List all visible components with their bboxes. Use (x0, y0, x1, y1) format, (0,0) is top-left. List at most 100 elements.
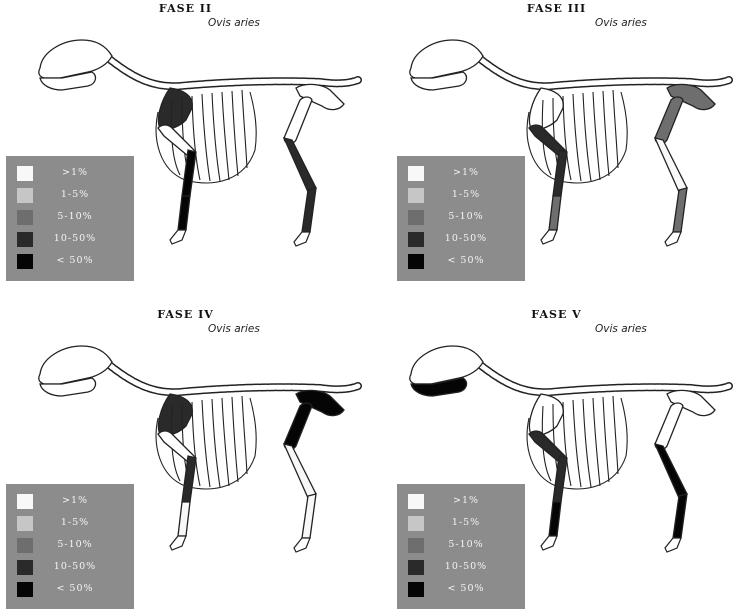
legend-label: >1% (431, 495, 501, 506)
legend-swatch (408, 516, 424, 531)
legend-swatch (408, 210, 424, 225)
front-hoof (170, 230, 186, 244)
legend-label: < 50% (431, 583, 501, 594)
legend-swatch (17, 166, 33, 181)
legend-item: >1% (397, 166, 525, 182)
metacarpal (549, 502, 561, 536)
legend-label: 10-50% (40, 561, 110, 572)
tibia (655, 138, 687, 192)
metatarsal (673, 494, 687, 538)
legend-label: < 50% (40, 255, 110, 266)
tibia (284, 138, 316, 192)
metatarsal (673, 188, 687, 232)
legend-label: 5-10% (40, 539, 110, 550)
phase-panel-2: FASE III Ovis aries (371, 0, 742, 303)
legend-box: >1% 1-5% 5-10% 10-50% < 50% (6, 484, 134, 609)
legend-item: 10-50% (6, 232, 134, 248)
legend-label: 10-50% (40, 233, 110, 244)
legend-item: 10-50% (6, 560, 134, 576)
phase-panel-4: FASE V Ovis aries (371, 306, 742, 609)
scapula (158, 394, 192, 435)
legend-item: 1-5% (6, 188, 134, 204)
legend-item: < 50% (6, 582, 134, 598)
tibia (284, 444, 316, 498)
legend-label: 5-10% (431, 539, 501, 550)
legend-item: 10-50% (397, 560, 525, 576)
skull (410, 40, 483, 78)
legend-item: 1-5% (397, 516, 525, 532)
tibia (655, 444, 687, 498)
legend-label: 10-50% (431, 561, 501, 572)
legend-swatch (408, 254, 424, 269)
radius (553, 150, 567, 196)
scapula (529, 394, 563, 435)
legend-item: < 50% (397, 582, 525, 598)
hind-hoof (665, 538, 681, 552)
legend-item: < 50% (397, 254, 525, 270)
legend-label: 10-50% (431, 233, 501, 244)
scapula (529, 88, 563, 129)
legend-item: 1-5% (397, 188, 525, 204)
legend-label: < 50% (40, 583, 110, 594)
legend-item: 10-50% (397, 232, 525, 248)
legend-label: 1-5% (431, 517, 501, 528)
legend-box: >1% 1-5% 5-10% 10-50% < 50% (397, 156, 525, 281)
legend-box: >1% 1-5% 5-10% 10-50% < 50% (397, 484, 525, 609)
femur (284, 403, 312, 450)
front-hoof (541, 536, 557, 550)
legend-swatch (17, 516, 33, 531)
legend-item: 5-10% (6, 538, 134, 554)
legend-label: 5-10% (431, 211, 501, 222)
hind-hoof (294, 232, 310, 246)
scapula (158, 88, 192, 129)
legend-label: 1-5% (431, 189, 501, 200)
legend-label: >1% (431, 167, 501, 178)
legend-label: 1-5% (40, 517, 110, 528)
skull (39, 40, 112, 78)
legend-swatch (17, 232, 33, 247)
legend-swatch (408, 232, 424, 247)
legend-swatch (17, 538, 33, 553)
legend-item: 5-10% (397, 210, 525, 226)
legend-swatch (17, 494, 33, 509)
femur (655, 97, 683, 144)
radius (182, 150, 196, 196)
legend-swatch (17, 560, 33, 575)
legend-swatch (17, 254, 33, 269)
radius (182, 456, 196, 502)
phase-panel-3: FASE IV Ovis aries (0, 306, 371, 609)
legend-swatch (408, 582, 424, 597)
legend-swatch (408, 188, 424, 203)
radius (553, 456, 567, 502)
legend-item: 5-10% (6, 210, 134, 226)
hind-hoof (294, 538, 310, 552)
legend-label: 1-5% (40, 189, 110, 200)
legend-swatch (408, 560, 424, 575)
legend-item: >1% (6, 166, 134, 182)
legend-item: 1-5% (6, 516, 134, 532)
front-hoof (541, 230, 557, 244)
legend-item: >1% (397, 494, 525, 510)
legend-swatch (17, 582, 33, 597)
metatarsal (302, 188, 316, 232)
metatarsal (302, 494, 316, 538)
metacarpal (178, 196, 190, 230)
legend-label: 5-10% (40, 211, 110, 222)
hind-hoof (665, 232, 681, 246)
phase-panel-1: FASE II Ovis aries (0, 0, 371, 303)
legend-swatch (17, 188, 33, 203)
legend-swatch (17, 210, 33, 225)
legend-swatch (408, 166, 424, 181)
metacarpal (178, 502, 190, 536)
legend-label: < 50% (431, 255, 501, 266)
legend-label: >1% (40, 495, 110, 506)
femur (284, 97, 312, 144)
skull (39, 346, 112, 384)
legend-box: >1% 1-5% 5-10% 10-50% < 50% (6, 156, 134, 281)
legend-label: >1% (40, 167, 110, 178)
femur (655, 403, 683, 450)
legend-item: >1% (6, 494, 134, 510)
legend-item: < 50% (6, 254, 134, 270)
legend-item: 5-10% (397, 538, 525, 554)
front-hoof (170, 536, 186, 550)
